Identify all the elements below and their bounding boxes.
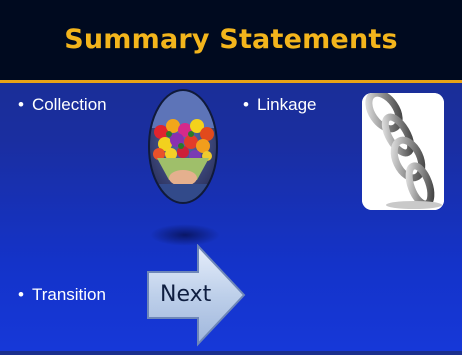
bullet-text: Collection — [31, 95, 107, 114]
flower-bouquet-image — [147, 88, 219, 205]
flower-image-reflection — [150, 224, 220, 246]
bullet-transition: • Transition — [18, 285, 106, 305]
bullet-linkage: • Linkage — [243, 95, 317, 115]
bullet-text: Linkage — [256, 95, 317, 114]
next-arrow-label: Next — [160, 282, 212, 307]
bullet-collection: • Collection — [18, 95, 107, 115]
next-arrow-shape — [146, 243, 246, 355]
bullet-dot: • — [243, 95, 249, 114]
title-divider — [0, 80, 462, 83]
bullet-dot: • — [18, 95, 24, 114]
title-bar — [0, 0, 462, 80]
slide-title: Summary Statements — [64, 24, 398, 55]
chain-links-image — [362, 93, 444, 210]
bullet-dot: • — [18, 285, 24, 304]
bullet-text: Transition — [31, 285, 106, 304]
